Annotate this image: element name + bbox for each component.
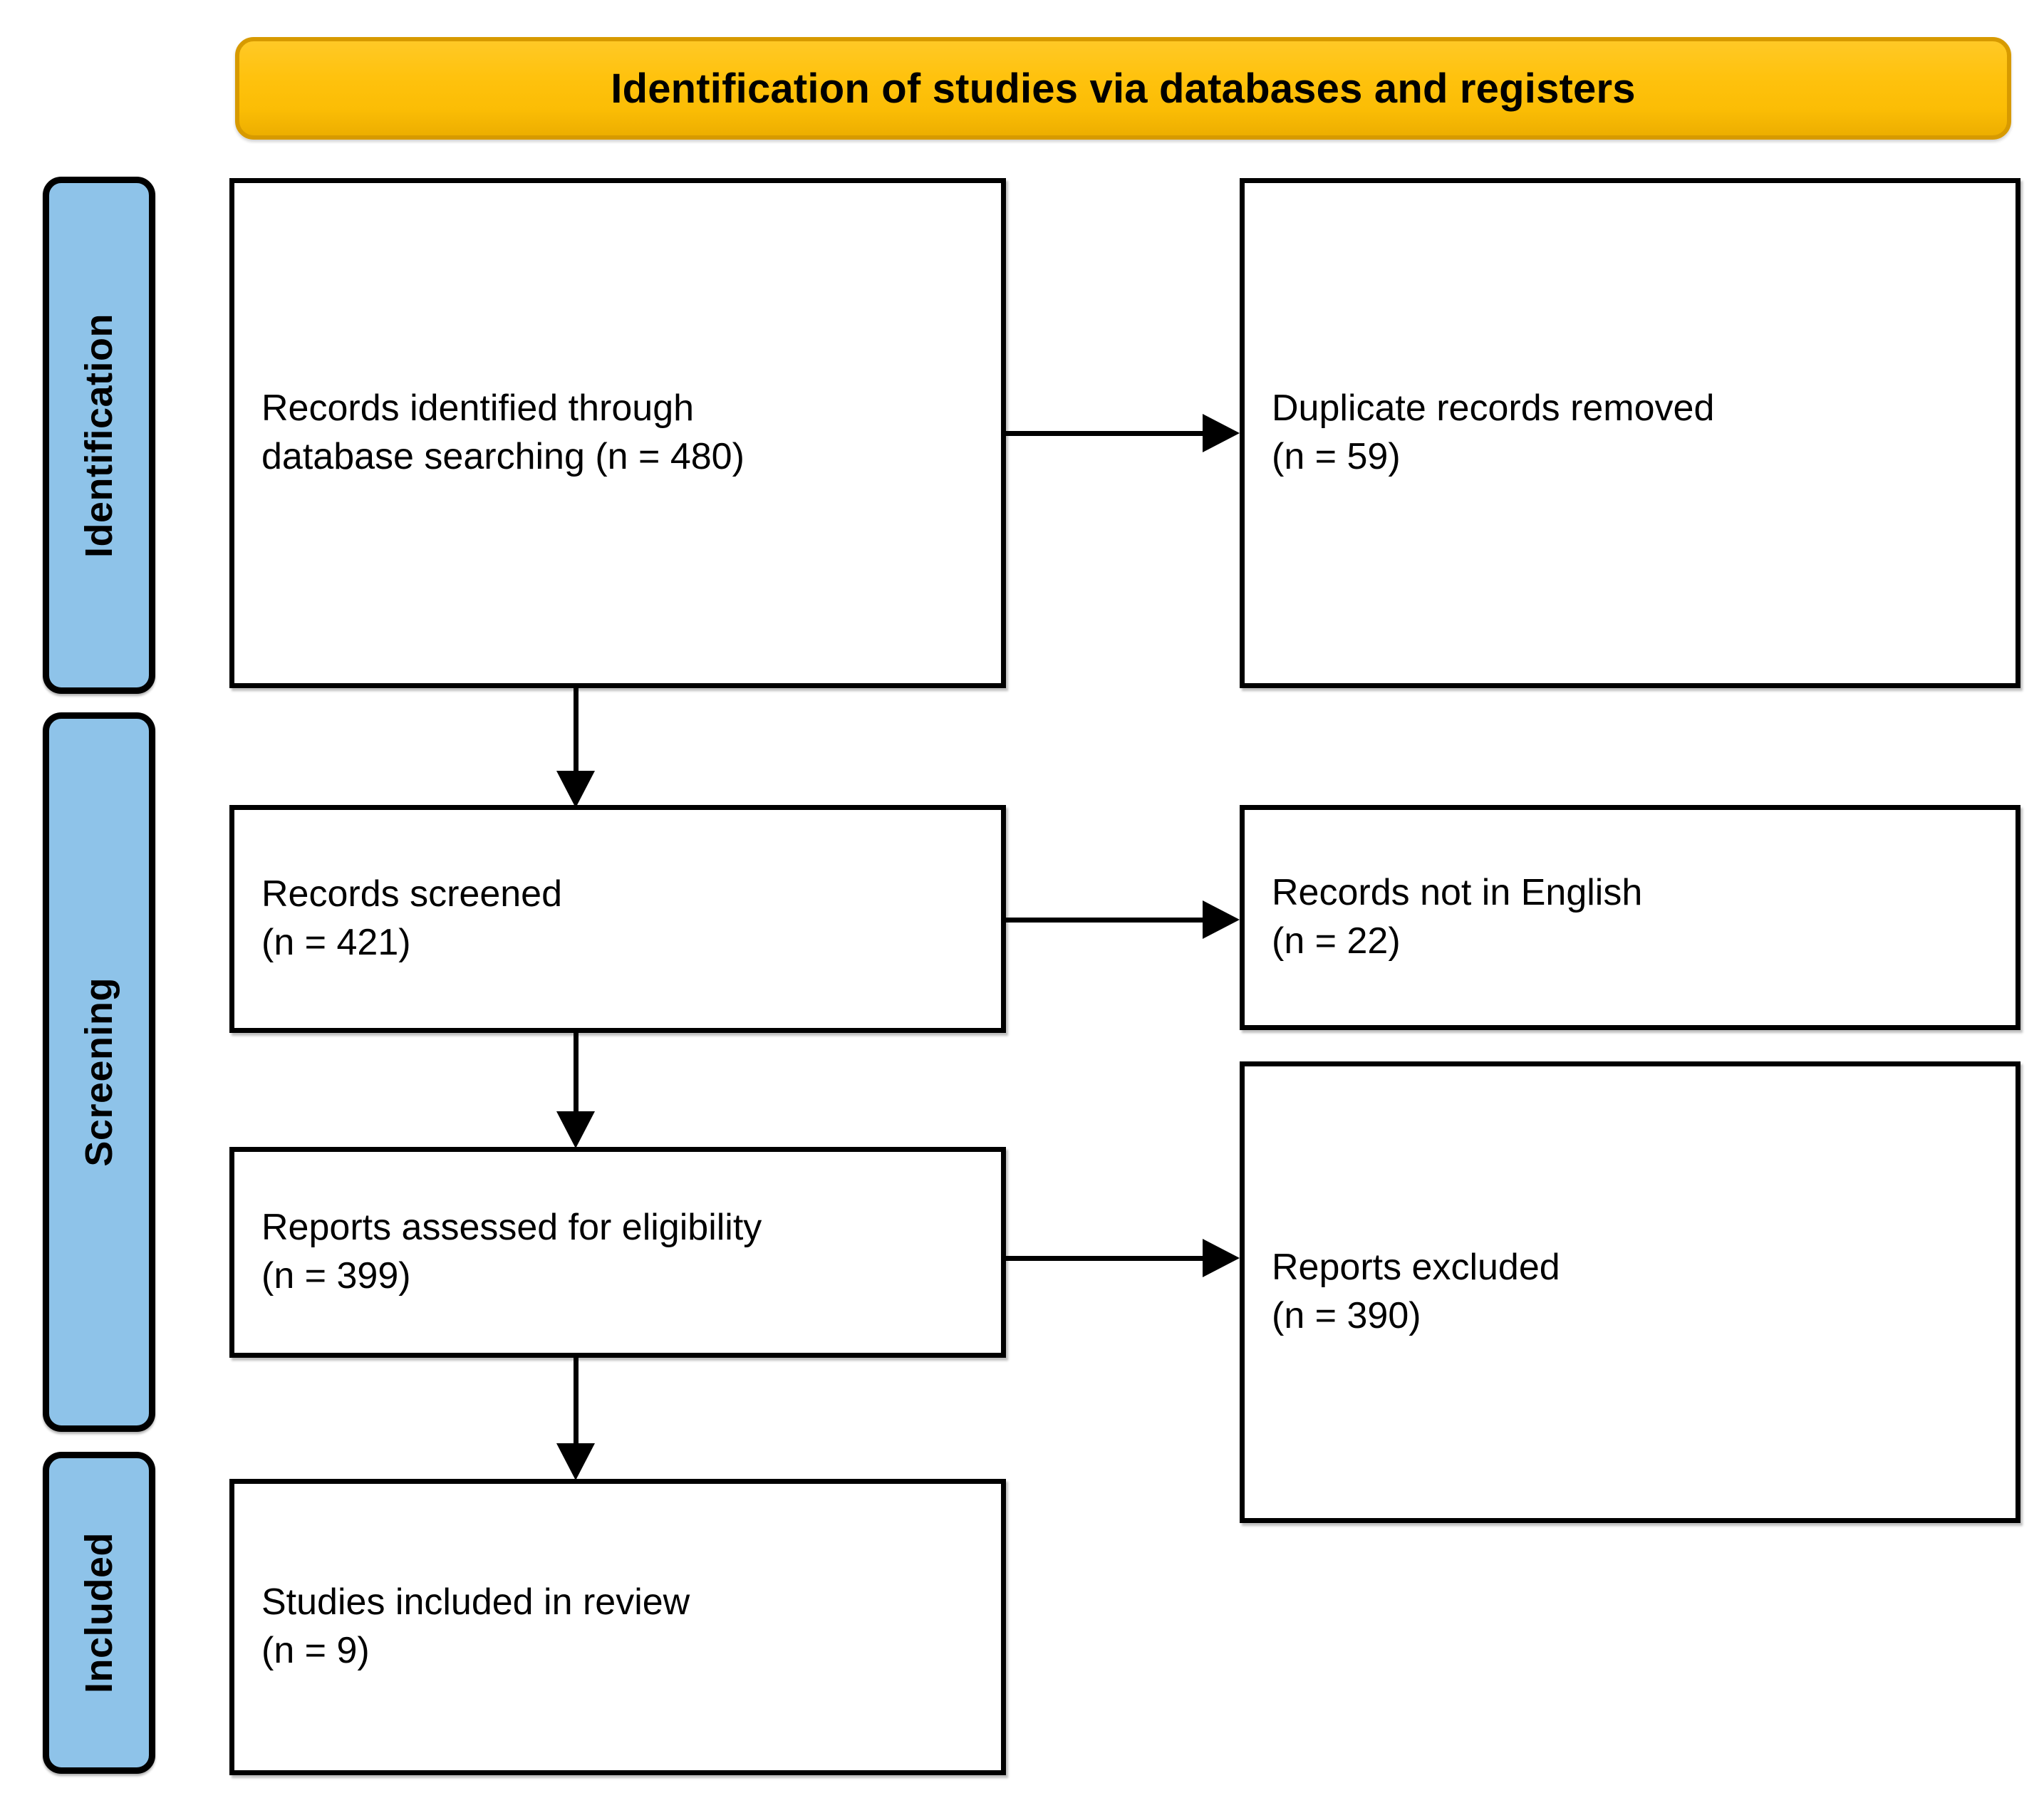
arrow-head-right-icon	[1203, 1239, 1240, 1277]
box-duplicate-records-removed: Duplicate records removed (n = 59)	[1240, 178, 2020, 688]
arrow-line	[574, 688, 579, 772]
stage-label-included-text: Included	[78, 1532, 120, 1693]
arrow-line	[1006, 1256, 1204, 1261]
arrow-line	[1006, 918, 1204, 923]
stage-label-screening: Screening	[43, 712, 155, 1432]
box-duplicate-records-removed-text: Duplicate records removed (n = 59)	[1272, 388, 1715, 477]
box-reports-excluded: Reports excluded (n = 390)	[1240, 1061, 2020, 1523]
arrow-head-right-icon	[1203, 900, 1240, 939]
box-reports-excluded-text: Reports excluded (n = 390)	[1272, 1247, 1560, 1336]
box-records-not-in-english: Records not in English (n = 22)	[1240, 805, 2020, 1030]
banner-title: Identification of studies via databases …	[611, 65, 1636, 112]
box-studies-included-in-review-text: Studies included in review (n = 9)	[261, 1581, 690, 1671]
stage-label-identification: Identification	[43, 177, 155, 694]
stage-label-included: Included	[43, 1452, 155, 1774]
box-records-not-in-english-text: Records not in English (n = 22)	[1272, 872, 1643, 962]
box-reports-assessed-for-eligibility: Reports assessed for eligibility (n = 39…	[229, 1147, 1006, 1358]
arrow-head-down-icon	[556, 1443, 595, 1480]
stage-label-identification-text: Identification	[78, 313, 120, 558]
arrow-line	[574, 1358, 579, 1445]
arrow-head-down-icon	[556, 771, 595, 808]
arrow-line	[1006, 431, 1204, 436]
box-records-screened-text: Records screened (n = 421)	[261, 873, 562, 963]
arrow-head-down-icon	[556, 1111, 595, 1148]
arrow-line	[574, 1033, 579, 1113]
box-records-identified: Records identified through database sear…	[229, 178, 1006, 688]
stage-label-screening-text: Screening	[78, 977, 120, 1167]
arrow-head-right-icon	[1203, 414, 1240, 452]
diagram-header-banner: Identification of studies via databases …	[235, 37, 2011, 140]
box-records-identified-text: Records identified through database sear…	[261, 388, 745, 477]
box-records-screened: Records screened (n = 421)	[229, 805, 1006, 1033]
box-studies-included-in-review: Studies included in review (n = 9)	[229, 1479, 1006, 1775]
box-reports-assessed-for-eligibility-text: Reports assessed for eligibility (n = 39…	[261, 1207, 762, 1297]
